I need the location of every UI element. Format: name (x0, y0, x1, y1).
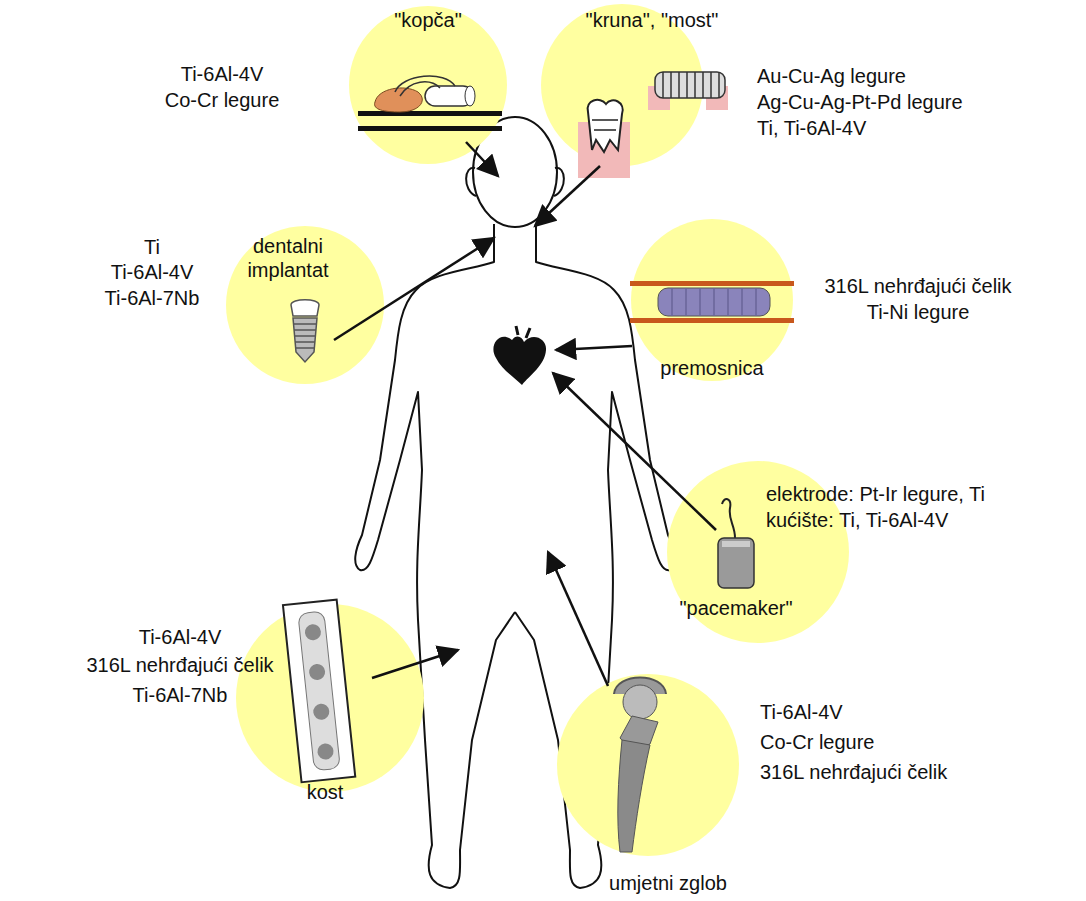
stent-mesh (672, 288, 756, 316)
part-name: kost (307, 780, 344, 804)
material-label: Ti-6Al-7Nb (105, 286, 200, 310)
part-name: "pacemaker" (679, 596, 792, 620)
ear (466, 168, 476, 196)
screw (313, 703, 331, 721)
circle-shape (556, 673, 740, 857)
material-label: Ti-6Al-4V (181, 62, 264, 86)
gum (706, 86, 728, 110)
part-name: premosnica (660, 356, 763, 380)
material-label: Co-Cr legure (760, 730, 874, 754)
leader-arrow (556, 346, 632, 350)
material-label: kućište: Ti, Ti-6Al-4V (766, 508, 948, 532)
leader-arrow (372, 650, 458, 678)
material-label: Ti-Ni legure (867, 300, 970, 324)
implant-screw (293, 318, 317, 362)
cup (614, 678, 666, 695)
wire-bar (358, 126, 502, 131)
material-label: Ti-6Al-4V (111, 260, 194, 284)
vessel-wall (630, 281, 794, 286)
screw (317, 743, 335, 761)
leader-arrow (553, 373, 716, 530)
lead-wire (722, 499, 735, 538)
material-circle: dentalni implantatTiTi-6Al-4VTi-6Al-7Nb (225, 225, 385, 385)
gum (578, 122, 630, 178)
heart (493, 336, 546, 385)
material-label: Co-Cr legure (165, 88, 279, 112)
leader-arrows (334, 142, 716, 686)
bone-plate (298, 611, 340, 771)
vessel-wall (630, 318, 794, 323)
screw-thread (293, 324, 317, 348)
clasp-wire (395, 76, 455, 96)
wire-bar (358, 111, 502, 116)
highlight-circle (226, 226, 384, 384)
material-label: 316L nehrđajući čelik (760, 760, 947, 784)
leader-arrow (548, 552, 608, 686)
bypass-illustration (630, 281, 794, 323)
material-label: Ag-Cu-Ag-Pt-Pd legure (757, 90, 963, 114)
pacemaker-illustration (718, 499, 754, 588)
heart-vessels (516, 326, 530, 338)
pacemaker-header (722, 541, 750, 547)
material-circle: "kopča"Ti-6Al-4VCo-Cr legure (348, 5, 508, 165)
crown-illustration (578, 72, 728, 178)
implant-crown (291, 300, 319, 316)
tooth (588, 100, 623, 152)
bridge (655, 72, 725, 98)
clasp-body (375, 88, 423, 112)
ear (554, 168, 564, 196)
material-label: Ti-6Al-4V (139, 625, 222, 649)
bone (283, 600, 355, 783)
highlight-circle (557, 674, 739, 856)
material-circle: elektrode: Pt-Ir legure, Tikućište: Ti, … (666, 460, 850, 644)
clasp-tube (425, 86, 473, 106)
part-name: "kruna", "most" (586, 8, 719, 32)
material-label: Ti, Ti-6Al-4V (757, 116, 866, 140)
clasp-tube-end (465, 86, 475, 106)
material-circle: Ti-6Al-4VCo-Cr legure316L nehrđajući čel… (556, 673, 740, 857)
material-label: Ti-6Al-4V (760, 700, 843, 724)
material-label: Ti-6Al-7Nb (133, 683, 228, 707)
highlight-circle (349, 6, 507, 164)
material-label: Ti (144, 235, 160, 259)
ball (623, 685, 657, 719)
gum (648, 86, 670, 110)
part-name: "kopča" (394, 8, 462, 32)
crown-lines (592, 120, 618, 130)
screw (308, 663, 326, 681)
bridge-rings (663, 72, 719, 98)
material-circle: "kruna", "most"Au-Cu-Ag legureAg-Cu-Ag-P… (540, 3, 704, 167)
highlight-circle (631, 219, 793, 381)
material-label: elektrode: Pt-Ir legure, Ti (766, 482, 985, 506)
stem (618, 740, 650, 852)
material-circle: Ti-6Al-4V316L nehrđajući čelikTi-6Al-7Nb… (235, 603, 425, 793)
material-circle: 316L nehrđajući čelikTi-Ni legurepremosn… (630, 218, 794, 382)
clasp-illustration (358, 76, 502, 131)
stent (658, 288, 770, 316)
implant-illustration (291, 300, 319, 362)
material-label: 316L nehrđajući čelik (86, 653, 273, 677)
highlight-circle (236, 604, 424, 792)
bone-illustration (283, 600, 355, 783)
screw (304, 623, 322, 641)
part-name: dentalni implantat (233, 234, 343, 282)
neck (620, 716, 658, 747)
hip-illustration (614, 678, 666, 853)
pacemaker-case (718, 538, 754, 588)
leader-arrow (466, 142, 498, 176)
leader-arrow (535, 166, 600, 226)
leader-arrow (334, 238, 494, 340)
part-name: umjetni zglob (609, 871, 727, 895)
material-label: Au-Cu-Ag legure (757, 64, 906, 88)
circle-shape (235, 603, 425, 793)
material-label: 316L nehrđajući čelik (824, 274, 1011, 298)
